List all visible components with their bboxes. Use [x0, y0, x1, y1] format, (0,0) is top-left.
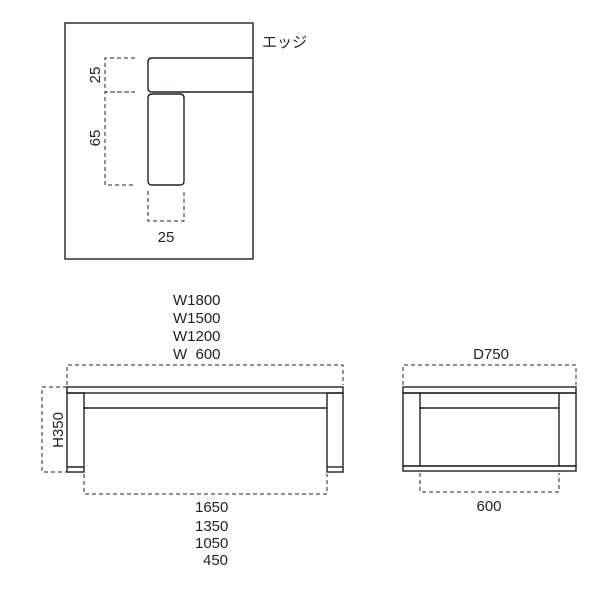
height-label: H350	[50, 412, 67, 448]
dim-side-label: 65	[87, 130, 104, 147]
height-guide	[41, 386, 67, 473]
inner-width-4: 450	[203, 552, 228, 569]
inner-width-2: 1350	[195, 518, 228, 535]
dim-top-guide	[104, 57, 135, 93]
dim-side-guide	[104, 91, 135, 186]
inner-width-1: 1650	[195, 499, 228, 516]
inner-depth-guide	[419, 473, 560, 493]
width-label-4: W 600	[173, 346, 221, 363]
side-frame	[402, 392, 577, 467]
side-view: D750 600	[402, 346, 577, 515]
detail-frame	[64, 22, 254, 260]
side-tabletop	[402, 386, 577, 394]
front-right-leg	[326, 392, 344, 473]
width-guide	[66, 364, 344, 385]
width-label-2: W1500	[173, 310, 221, 327]
front-view: W1800 W1500 W1200 W 600 H350 1650 1350 1…	[41, 292, 344, 569]
width-label-3: W1200	[173, 328, 221, 345]
inner-depth-label: 600	[476, 498, 501, 515]
leg-profile	[147, 93, 185, 186]
dim-bottom-guide	[147, 191, 185, 222]
edge-detail: 25 65 25 エッジ	[64, 22, 307, 260]
dim-top-label: 25	[87, 67, 104, 84]
top-board-profile	[147, 57, 253, 93]
side-foot	[402, 465, 577, 472]
width-label-1: W1800	[173, 292, 221, 309]
depth-guide	[402, 364, 577, 385]
inner-width-guide	[83, 474, 328, 495]
depth-label: D750	[473, 346, 509, 363]
front-tabletop	[66, 386, 344, 394]
dim-bottom-label: 25	[158, 229, 175, 246]
edge-label: エッジ	[262, 34, 307, 51]
front-left-leg	[66, 392, 85, 473]
inner-width-3: 1050	[195, 535, 228, 552]
